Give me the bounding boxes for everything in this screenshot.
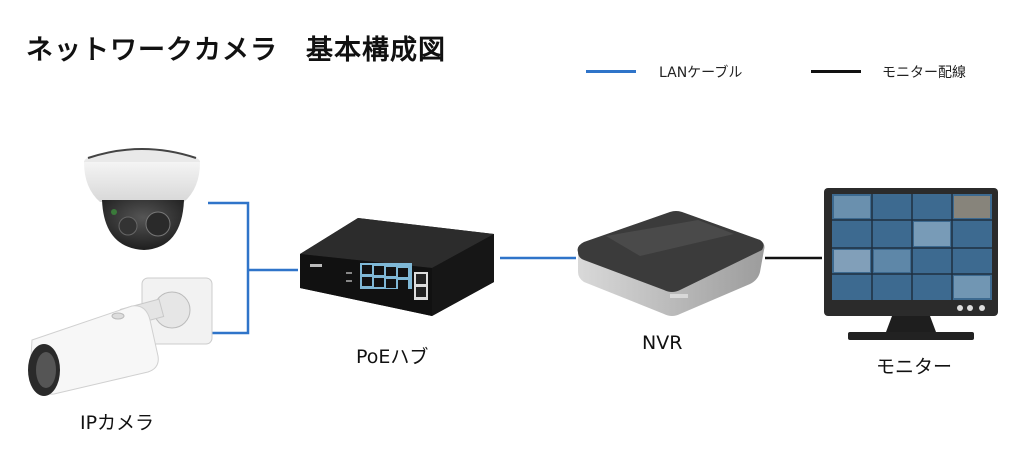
monitor-icon [824, 188, 998, 340]
diagram-title: ネットワークカメラ 基本構成図 [26, 35, 446, 66]
poe-switch-icon [300, 218, 494, 316]
bullet-camera-icon [28, 277, 213, 396]
lan-wire-dome [208, 201, 250, 335]
poe-hub-label: PoEハブ [356, 346, 429, 368]
legend-monitor-label: モニター配線 [882, 65, 966, 81]
dome-camera-icon [84, 148, 200, 250]
legend-monitor-line [811, 70, 861, 73]
legend-lan-label: LANケーブル [659, 65, 743, 81]
monitor-label: モニター [876, 356, 953, 378]
ip-camera-label: IPカメラ [80, 412, 155, 434]
nvr-label: NVR [642, 332, 683, 354]
nvr-icon [577, 211, 765, 316]
legend-lan-line [586, 70, 636, 73]
